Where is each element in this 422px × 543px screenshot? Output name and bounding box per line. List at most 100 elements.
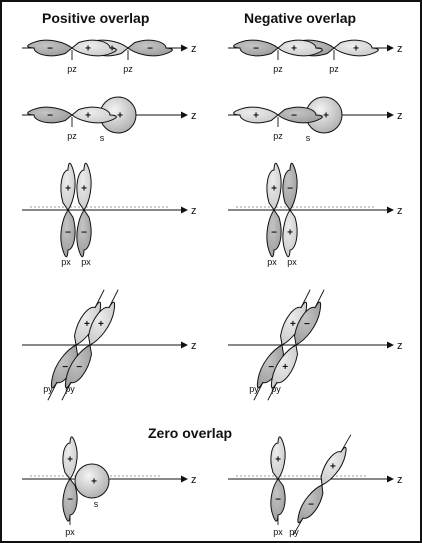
lobe-sign: + (323, 111, 329, 122)
orbital-lobe (270, 436, 286, 480)
orbital-label: py (65, 384, 75, 394)
orbital-lobe (277, 39, 323, 57)
z-axis-label: z (397, 43, 403, 55)
lobe-sign: + (85, 111, 91, 122)
z-axis-arrow (181, 206, 188, 214)
orbital-label: py (271, 384, 281, 394)
orbital-lobe (64, 344, 93, 389)
orbital-label: pz (67, 131, 77, 141)
lobe-sign: + (91, 477, 97, 488)
panel-neg-pz-pz: z − + − + pz pz (228, 39, 403, 74)
orbital-label: px (65, 527, 75, 537)
lobe-sign: − (147, 44, 153, 55)
orbital-lobe (87, 301, 116, 346)
heading-negative-overlap: Negative overlap (244, 10, 357, 26)
orbital-lobe (320, 446, 347, 486)
orbital-label: py (249, 384, 259, 394)
orbital-label: px (81, 257, 91, 267)
orbital-lobe (62, 478, 78, 522)
lobe-sign: − (275, 495, 281, 506)
lobe-sign: + (85, 44, 91, 55)
lobe-sign: − (304, 319, 310, 330)
z-axis-arrow (181, 44, 188, 52)
orbital-lobe (62, 436, 78, 480)
lobe-sign: − (268, 362, 274, 373)
z-axis-label: z (397, 205, 403, 217)
lobe-sign: + (117, 111, 123, 122)
lobe-sign: + (67, 455, 73, 466)
orbital-lobe (277, 106, 323, 124)
orbital-label: pz (123, 64, 133, 74)
lobe-sign: − (76, 362, 82, 373)
orbital-lobe (127, 39, 173, 57)
lobe-sign: + (353, 44, 359, 55)
lobe-sign: + (84, 319, 90, 330)
orbital-label: px (287, 257, 297, 267)
lobe-sign: + (330, 461, 336, 472)
z-axis-label: z (191, 340, 197, 352)
lobe-sign: + (282, 362, 288, 373)
lobe-sign: − (271, 228, 277, 239)
lobe-sign: − (291, 111, 297, 122)
s-orbital (74, 463, 110, 499)
lobe-sign: − (47, 111, 53, 122)
lobe-sign: − (62, 362, 68, 373)
orbital-label: px (273, 527, 283, 537)
lobe-sign: + (253, 111, 259, 122)
lobe-sign: + (98, 319, 104, 330)
z-axis-arrow (181, 111, 188, 119)
orbital-lobe (270, 478, 286, 522)
orbital-lobe (71, 39, 117, 57)
orbital-label: pz (329, 64, 339, 74)
orbital-lobe (333, 39, 379, 57)
z-axis-label: z (191, 205, 197, 217)
orbital-lobe (60, 162, 76, 211)
lobe-sign: − (315, 44, 321, 55)
orbital-lobe (270, 344, 299, 389)
orbital-lobe (293, 301, 322, 346)
orbital-label: py (43, 384, 53, 394)
orbital-lobe (27, 39, 73, 57)
orbital-lobe (266, 162, 282, 211)
z-axis-label: z (191, 43, 197, 55)
orbital-lobe (233, 106, 279, 124)
heading-positive-overlap: Positive overlap (42, 10, 150, 26)
lobe-sign: − (81, 228, 87, 239)
lobe-sign: + (291, 44, 297, 55)
orbital-label: px (61, 257, 71, 267)
orbital-lobe (282, 209, 298, 258)
orbital-lobe (297, 484, 324, 524)
orbital-lobe (282, 162, 298, 211)
orbital-lobe (71, 106, 117, 124)
lobe-sign: + (287, 228, 293, 239)
lobe-sign: + (275, 455, 281, 466)
z-axis-arrow (387, 341, 394, 349)
orbital-label: pz (273, 64, 283, 74)
lobe-sign: − (253, 44, 259, 55)
lobe-sign: − (308, 500, 314, 511)
z-axis-arrow (387, 111, 394, 119)
lobe-sign: − (65, 228, 71, 239)
orbital-lobe (76, 209, 92, 258)
z-axis-label: z (191, 474, 197, 486)
lobe-sign: + (290, 319, 296, 330)
orbital-lobe (60, 209, 76, 258)
lobe-sign: + (65, 184, 71, 195)
z-axis-label: z (397, 340, 403, 352)
z-axis-arrow (387, 44, 394, 52)
z-axis-label: z (397, 474, 403, 486)
z-axis-arrow (387, 206, 394, 214)
panel-pos-py-py: z + + −− py py (22, 289, 197, 401)
z-axis-arrow (181, 475, 188, 483)
orbital-lobe (76, 162, 92, 211)
panel-zero-px-s: z+−+pxs (22, 436, 197, 537)
orbital-lobe (27, 106, 73, 124)
lobe-sign: − (287, 184, 293, 195)
orbital-label: s (100, 133, 105, 143)
orbital-lobe (266, 209, 282, 258)
